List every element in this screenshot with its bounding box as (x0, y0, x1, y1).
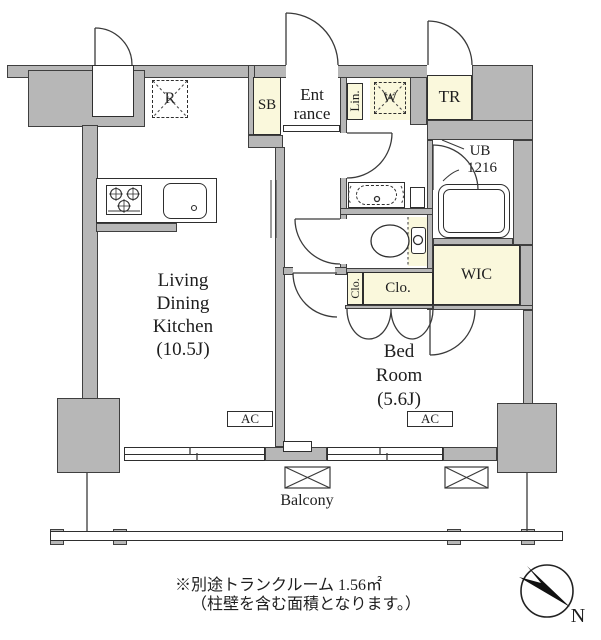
unit-bath-label-2: 1216 (467, 160, 497, 176)
window-ldk (124, 447, 265, 461)
alcove-door-arc (94, 27, 133, 66)
wall-washer-trunk (410, 77, 427, 125)
compass (519, 564, 574, 618)
hall-bedroom-door-arc (292, 272, 338, 318)
balcony-label: Balcony (280, 492, 334, 509)
entrance-door-arc (285, 12, 339, 66)
closet-box (363, 272, 433, 305)
bathtub-inner (443, 189, 505, 233)
ac-box-ldk: AC (227, 411, 273, 427)
pillar-bottom-left (57, 398, 120, 473)
toilet-door-gap (340, 219, 347, 264)
toilet-tank (411, 227, 426, 254)
washroom-door-gap (340, 133, 347, 178)
entrance-label-2: rance (293, 104, 331, 123)
entrance-door-gap (286, 65, 338, 78)
note-line-1: ※別途トランクルーム 1.56㎡ (175, 577, 383, 594)
wall-ldk-hall (275, 147, 285, 447)
wall-right-upper (513, 140, 533, 245)
wall-washroom-bottom (340, 208, 433, 215)
shoe-box (253, 77, 281, 135)
wall-above-bath (427, 120, 533, 140)
alcove-door-box (92, 65, 134, 117)
washer-dashed-box (374, 82, 406, 114)
fridge-space (152, 80, 188, 118)
entrance-step (283, 125, 340, 132)
balcony-hatch-right (444, 466, 489, 489)
pillar-bottom-right (497, 403, 557, 473)
window-bedroom (327, 447, 443, 461)
trunk-room-label: TR (438, 87, 461, 106)
trunk-door-arc (427, 20, 473, 66)
compass-north-label: N (570, 605, 586, 627)
bedroom-label-2: Room (375, 365, 423, 386)
entrance-label-1: Ent (300, 85, 324, 104)
wall-tub-bottom (433, 238, 513, 245)
ldk-label-2: Dining (156, 293, 210, 314)
note-line-2: （柱壁を含む面積となります。） (191, 596, 421, 613)
wall-under-shoebox (248, 135, 283, 148)
linen-label: Lin. (346, 90, 362, 112)
linen-box (347, 83, 363, 120)
closet-folding-doors (346, 308, 434, 340)
stove (106, 185, 142, 215)
washroom-side-box (410, 187, 425, 208)
wall-left (82, 125, 98, 400)
compass-needle (519, 566, 570, 607)
wic-box (433, 245, 520, 305)
wall-notch (283, 441, 312, 452)
closet-small-label: Clo. (348, 278, 363, 299)
bedroom-door-gap (293, 267, 335, 275)
bedroom-label-1: Bed (383, 341, 415, 362)
wall-right-mid (520, 245, 533, 310)
unit-bath-label-1: UB (469, 143, 491, 159)
toilet-bowl (370, 224, 410, 258)
vanity-bowl (356, 185, 397, 205)
ldk-label-3: Kitchen (152, 316, 214, 337)
closet-small-box (347, 272, 363, 305)
wic-label: WIC (460, 266, 493, 283)
toilet-door-arc (294, 218, 341, 265)
washer-label: W (382, 90, 398, 106)
kitchen-sink (163, 183, 207, 219)
ldk-label-1: Living (157, 270, 209, 291)
wall-wic-bottom (433, 305, 533, 310)
ldk-area-label: (10.5J) (156, 339, 210, 360)
trunk-room-box (427, 75, 472, 120)
wall-right-lower (523, 310, 533, 405)
shoebox-label: SB (257, 97, 277, 113)
balcony-rail (50, 531, 563, 541)
fridge-label: R (164, 90, 176, 107)
bedroom-area-label: (5.6J) (377, 389, 421, 410)
wall-counter-stub (96, 223, 177, 232)
trunk-door-gap (427, 65, 472, 76)
washroom-door-arc (346, 132, 393, 179)
closet-label: Clo. (385, 280, 411, 296)
wall-closet-bottom (345, 305, 433, 309)
wall-window-right (443, 447, 497, 461)
ac-box-bedroom: AC (407, 411, 453, 427)
balcony-hatch-left (284, 466, 331, 489)
